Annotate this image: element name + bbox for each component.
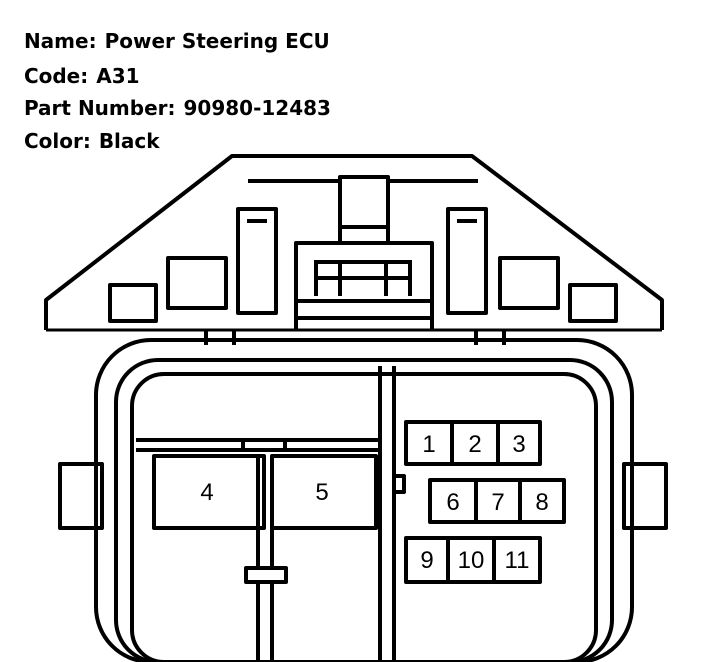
side-ear-right	[622, 462, 668, 530]
side-ear-left	[58, 462, 104, 530]
pin-8-label: 8	[535, 489, 548, 516]
code-label: Code:	[23, 64, 89, 88]
guide-post-left	[236, 207, 278, 315]
pin-4-label: 4	[200, 479, 213, 506]
latch	[338, 175, 390, 229]
name-line: Name: Power Steering ECU	[10, 5, 330, 53]
tab-left-2	[166, 256, 228, 310]
name-value: Power Steering ECU	[104, 29, 330, 53]
pin-1-label: 1	[422, 431, 435, 458]
tab-left-1	[108, 283, 158, 323]
guide-post-right	[446, 207, 488, 315]
pin-2-label: 2	[468, 431, 481, 458]
body-outer	[94, 338, 634, 662]
pin-10-label: 10	[458, 547, 485, 574]
color-label: Color:	[23, 129, 91, 153]
color-line: Color: Black	[10, 105, 160, 153]
pin-4-cavity	[152, 454, 266, 530]
housing-outline	[44, 154, 664, 330]
pin-3-label: 3	[512, 431, 525, 458]
tab-right-1	[568, 283, 618, 323]
code-line: Code: A31	[10, 40, 140, 88]
name-label: Name:	[23, 29, 97, 53]
pin-3-cavity	[496, 420, 542, 466]
pin-7-label: 7	[491, 489, 504, 516]
pin-6-label: 6	[446, 489, 459, 516]
pin-11-cavity	[492, 536, 542, 584]
pin-8-cavity	[518, 478, 566, 524]
pin-11-label: 11	[505, 547, 530, 574]
part-number-label: Part Number:	[23, 96, 176, 120]
part-number-line: Part Number: 90980-12483	[10, 72, 331, 120]
part-number-value: 90980-12483	[183, 96, 331, 120]
tab-right-2	[498, 256, 560, 310]
pin-5-label: 5	[315, 479, 328, 506]
pin-9-label: 9	[420, 547, 433, 574]
code-value: A31	[96, 64, 140, 88]
color-value: Black	[98, 129, 160, 153]
